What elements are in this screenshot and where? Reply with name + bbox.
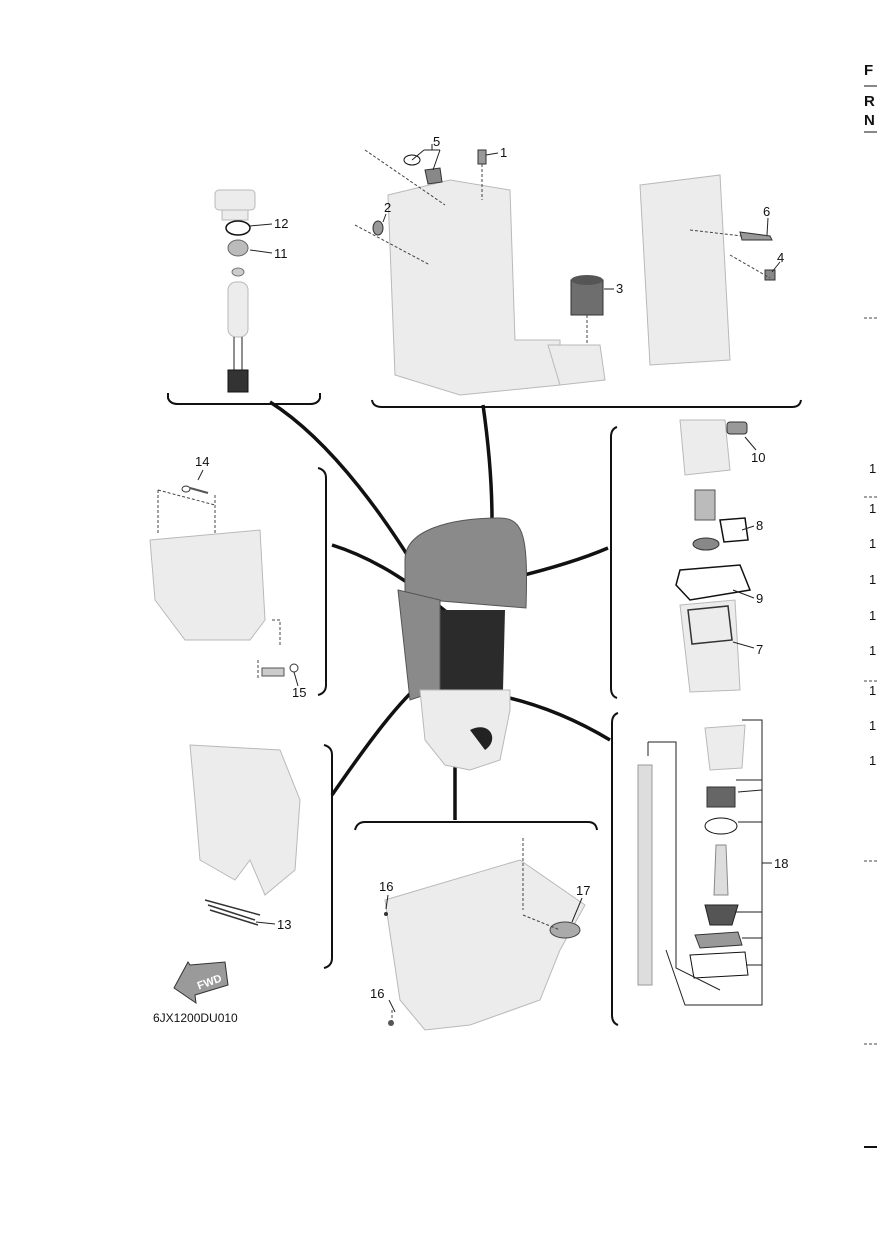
fwd-arrow-icon: FWD: [173, 961, 229, 1005]
callout-6: 6: [763, 204, 770, 219]
callout-8: 8: [756, 518, 763, 533]
edge-number: 1: [869, 643, 876, 658]
callout-16-upper: 16: [379, 879, 393, 894]
callout-5: 5: [433, 134, 440, 149]
callout-17: 17: [576, 883, 590, 898]
edge-letter-r: R: [864, 93, 875, 110]
callout-7: 7: [756, 642, 763, 657]
callout-4: 4: [777, 250, 784, 265]
panel-fuel-filter: 12 11: [167, 189, 321, 405]
edge-number: 1: [869, 683, 876, 698]
callout-15: 15: [292, 685, 306, 700]
callout-1: 1: [500, 145, 507, 160]
panel-lower-unit: 16 16 17: [354, 821, 598, 1031]
callout-13: 13: [277, 917, 291, 932]
edge-number: 1: [869, 572, 876, 587]
edge-number: 1: [869, 501, 876, 516]
callout-12: 12: [274, 216, 288, 231]
callout-14: 14: [195, 454, 209, 469]
callout-18: 18: [774, 856, 788, 871]
callout-11: 11: [274, 246, 288, 261]
figure-code: 6JX1200DU010: [153, 1011, 238, 1025]
callout-3: 3: [616, 281, 623, 296]
edge-number: 1: [869, 461, 876, 476]
edge-number: 1: [869, 718, 876, 733]
panel-fuel-pump: 10 8 9 7: [610, 419, 765, 699]
right-edge-text: F R N 1 1 1 1 1 1 1 1 1: [864, 62, 877, 1148]
edge-number: 1: [869, 536, 876, 551]
panel-cowling: 14 15: [149, 454, 327, 700]
edge-letter-n: N: [864, 112, 875, 129]
panel-lower-cowling: 13 FWD 6JX1200DU010: [153, 744, 333, 1025]
callout-16-lower: 16: [370, 986, 384, 1001]
panel-water-pump: 18: [611, 712, 788, 1026]
panel-cylinder-block: 1 2 3 4 5 6: [354, 134, 802, 408]
callout-2: 2: [384, 200, 391, 215]
callout-10: 10: [751, 450, 765, 465]
edge-number: 1: [869, 608, 876, 623]
callout-9: 9: [756, 591, 763, 606]
edge-letter-f: F: [864, 62, 873, 79]
edge-number: 1: [869, 753, 876, 768]
outboard-engine: [397, 517, 527, 771]
